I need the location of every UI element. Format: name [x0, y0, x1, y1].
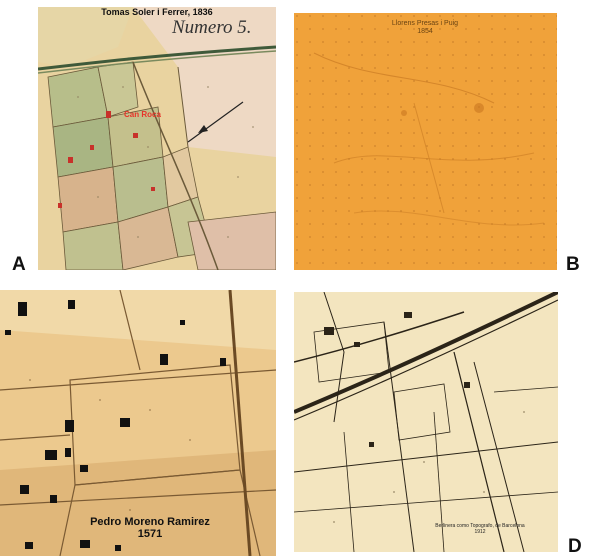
map-panel-d — [294, 292, 558, 552]
map-d-caption-year: 1912 — [474, 528, 486, 535]
map-b-caption: Llorens Presas i Puig 1854 — [330, 20, 520, 35]
map-b-caption-year: 1854 — [417, 27, 433, 35]
map-c-caption: Pedro Moreno Ramirez 1571 — [60, 516, 240, 540]
map-panel-a — [38, 7, 276, 270]
panel-label-b: B — [566, 254, 580, 275]
map-c-caption-year: 1571 — [137, 528, 163, 541]
map-panel-b — [294, 13, 557, 270]
panel-label-a: A — [12, 254, 26, 275]
map-c-image — [0, 290, 276, 556]
map-d-caption-author: Berlinera como Topografo, de Barcelona — [435, 523, 525, 529]
map-a-image — [38, 7, 276, 270]
map-b-image — [294, 13, 557, 270]
map-a-stamp-text: Numero 5. — [172, 17, 252, 38]
map-c-caption-author: Pedro Moreno Ramirez — [90, 516, 210, 528]
map-panel-c — [0, 290, 276, 556]
panel-label-d: D — [568, 536, 582, 557]
map-d-image — [294, 292, 558, 552]
map-d-caption: Berlinera como Topografo, de Barcelona 1… — [410, 523, 550, 535]
map-b-caption-author: Llorens Presas i Puig — [391, 20, 459, 27]
map-a-caption: Tomas Soler i Ferrer, 1836 — [101, 7, 213, 17]
map-a-place-label: Can Roca — [124, 110, 161, 119]
